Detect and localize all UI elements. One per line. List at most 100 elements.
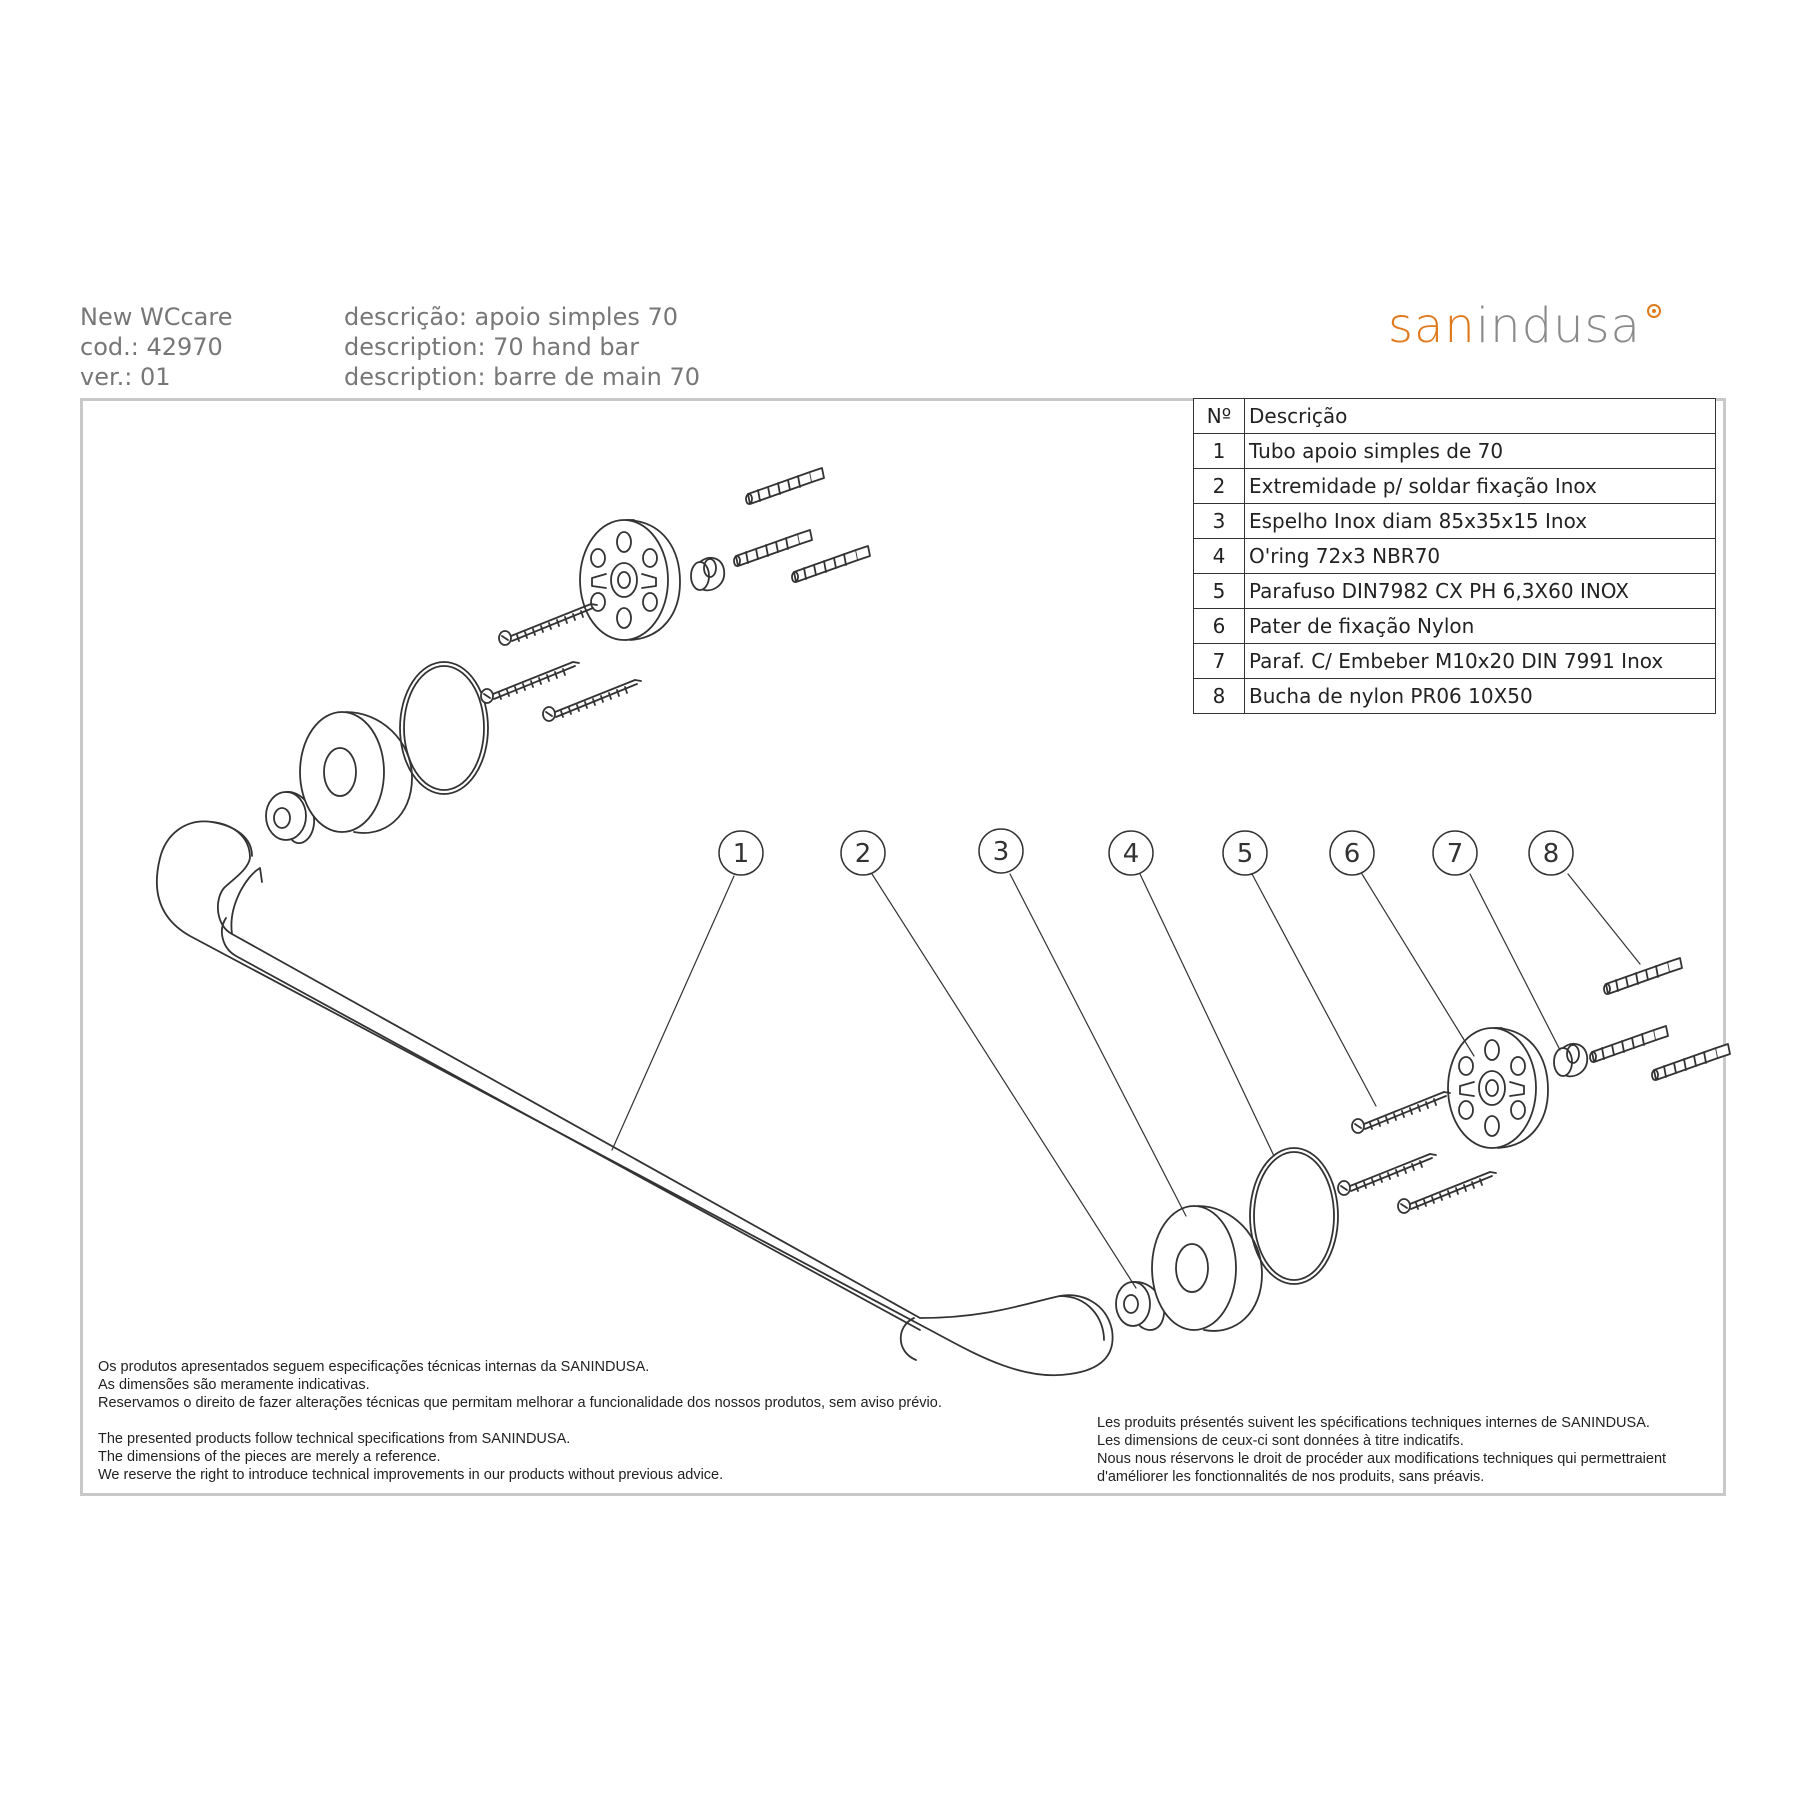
table-row: 8 Bucha de nylon PR06 10X50 xyxy=(1193,678,1716,714)
callout-4-circle xyxy=(1108,830,1154,876)
sanindusa-logo: sanindusa xyxy=(1388,296,1661,356)
upper-o-ring xyxy=(399,661,489,795)
table-row: 1 Tubo apoio simples de 70 xyxy=(1193,433,1716,469)
callout-5: 5 xyxy=(1237,839,1254,869)
disclaimer-pt-line: As dimensões são meramente indicativas. xyxy=(98,1377,370,1393)
upper-anchor-c xyxy=(791,545,871,583)
callout-8-circle xyxy=(1528,830,1574,876)
leader-5 xyxy=(1251,873,1377,1107)
product-descriptions: descrição: apoio simples 70 description:… xyxy=(344,302,700,392)
table-row: 2 Extremidade p/ soldar fixação Inox xyxy=(1193,468,1716,504)
upper-screw-c xyxy=(542,679,642,722)
callout-7: 7 xyxy=(1447,839,1464,869)
disclaimer-en-line: The dimensions of the pieces are merely … xyxy=(98,1449,441,1465)
leader-6 xyxy=(1361,873,1475,1057)
disclaimer-pt-line: Reservamos o direito de fazer alterações… xyxy=(98,1395,942,1411)
logo-mark-icon xyxy=(1646,304,1661,318)
disclaimer-pt-line: Os produtos apresentados seguem especifi… xyxy=(98,1359,650,1375)
description-en: description: 70 hand bar xyxy=(344,333,640,361)
lower-anchor-a xyxy=(1603,957,1683,995)
disclaimer-right: Les produits présentés suivent les spéci… xyxy=(1097,1414,1666,1486)
logo-part-indusa: indusa xyxy=(1475,298,1641,354)
lower-bolt xyxy=(1553,1042,1589,1078)
table-row: 4 O'ring 72x3 NBR70 xyxy=(1193,538,1716,574)
disclaimer-fr-line: Nous nous réservons le droit de procéder… xyxy=(1097,1451,1667,1467)
callout-2-circle xyxy=(840,830,886,876)
upper-fixing-plate xyxy=(579,519,681,641)
upper-end-cap xyxy=(265,791,315,845)
row-number: 5 xyxy=(1193,573,1245,609)
leader-8 xyxy=(1567,873,1641,965)
product-code: cod.: 42970 xyxy=(80,333,223,361)
table-row: 6 Pater de fixação Nylon xyxy=(1193,608,1716,644)
row-number: 6 xyxy=(1193,608,1245,644)
disclaimer-en-line: We reserve the right to introduce techni… xyxy=(98,1467,724,1483)
upper-anchor-b xyxy=(733,529,813,567)
lower-fixing-plate xyxy=(1447,1027,1549,1149)
leader-7 xyxy=(1469,873,1561,1051)
disclaimer-en-line: The presented products follow technical … xyxy=(98,1431,571,1447)
lower-flange xyxy=(1151,1205,1263,1332)
callout-3-circle xyxy=(978,828,1024,874)
disclaimer-fr-line: Les dimensions de ceux-ci sont données à… xyxy=(1097,1433,1464,1449)
callout-1-circle xyxy=(718,830,764,876)
leader-4 xyxy=(1139,873,1275,1157)
drawing-frame xyxy=(80,398,1726,1496)
upper-bolt xyxy=(690,556,726,592)
lower-screw-a xyxy=(1351,1091,1451,1134)
callout-6: 6 xyxy=(1344,839,1361,869)
callout-4: 4 xyxy=(1123,839,1140,869)
row-number: 3 xyxy=(1193,503,1245,539)
description-pt: descrição: apoio simples 70 xyxy=(344,303,679,331)
row-description: Paraf. C/ Embeber M10x20 DIN 7991 Inox xyxy=(1244,643,1716,679)
upper-screw-b xyxy=(480,661,580,704)
row-number: 7 xyxy=(1193,643,1245,679)
table-row: 7 Paraf. C/ Embeber M10x20 DIN 7991 Inox xyxy=(1193,643,1716,679)
callout-5-circle xyxy=(1222,830,1268,876)
upper-anchor-a xyxy=(745,467,825,505)
lower-anchor-c xyxy=(1651,1043,1731,1081)
parts-table-header: Nº Descrição xyxy=(1193,398,1716,434)
row-description: Pater de fixação Nylon xyxy=(1244,608,1716,644)
callout-circles xyxy=(718,828,1574,876)
lower-end-cap xyxy=(1115,1281,1165,1331)
callout-labels: 1 2 3 4 5 6 7 8 xyxy=(733,837,1560,869)
product-name: New WCcare xyxy=(80,303,233,331)
table-row: 3 Espelho Inox diam 85x35x15 Inox xyxy=(1193,503,1716,539)
leader-2 xyxy=(871,873,1137,1289)
upper-screw-a xyxy=(498,603,598,646)
leader-lines xyxy=(611,873,1641,1289)
row-description: Tubo apoio simples de 70 xyxy=(1244,433,1716,469)
disclaimer-left: Os produtos apresentados seguem especifi… xyxy=(98,1358,942,1484)
row-number: 1 xyxy=(1193,433,1245,469)
row-description: Extremidade p/ soldar fixação Inox xyxy=(1244,468,1716,504)
row-description: Espelho Inox diam 85x35x15 Inox xyxy=(1244,503,1716,539)
parts-table: Nº Descrição 1 Tubo apoio simples de 70 … xyxy=(1193,398,1716,714)
table-row: 5 Parafuso DIN7982 CX PH 6,3X60 INOX xyxy=(1193,573,1716,609)
callout-7-circle xyxy=(1432,830,1478,876)
callout-1: 1 xyxy=(733,839,750,869)
lower-o-ring xyxy=(1249,1147,1339,1285)
row-description: O'ring 72x3 NBR70 xyxy=(1244,538,1716,574)
spacer xyxy=(98,1412,942,1430)
header-number: Nº xyxy=(1193,398,1245,434)
lower-screw-b xyxy=(1337,1153,1437,1196)
callout-2: 2 xyxy=(855,839,872,869)
header-description: Descrição xyxy=(1244,398,1716,434)
disclaimer-fr-line: d'améliorer les fonctionnalités de nos p… xyxy=(1097,1469,1485,1485)
product-info: New WCcare cod.: 42970 ver.: 01 xyxy=(80,302,232,392)
callout-8: 8 xyxy=(1543,839,1560,869)
row-description: Bucha de nylon PR06 10X50 xyxy=(1244,678,1716,714)
lower-screw-c xyxy=(1397,1171,1497,1214)
row-number: 8 xyxy=(1193,678,1245,714)
logo-part-san: san xyxy=(1388,298,1476,354)
product-version: ver.: 01 xyxy=(80,363,171,391)
leader-1 xyxy=(611,875,735,1151)
row-number: 4 xyxy=(1193,538,1245,574)
leader-3 xyxy=(1009,873,1187,1217)
callout-3: 3 xyxy=(993,837,1010,867)
row-description: Parafuso DIN7982 CX PH 6,3X60 INOX xyxy=(1244,573,1716,609)
part-1-tube xyxy=(156,820,1114,1377)
disclaimer-fr-line: Les produits présentés suivent les spéci… xyxy=(1097,1415,1650,1431)
upper-flange xyxy=(299,711,413,834)
